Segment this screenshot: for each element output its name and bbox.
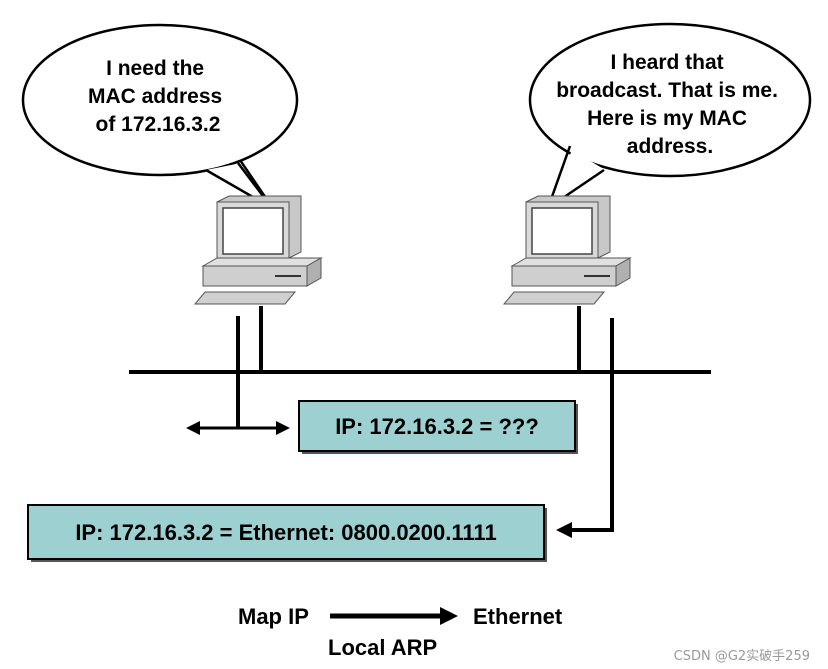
computer-right-icon: [502, 195, 632, 305]
computer-left-icon: [193, 195, 323, 305]
bubble-right-line-3: Here is my MAC: [587, 107, 747, 130]
speech-bubble-right: I heard that broadcast. That is me. Here…: [528, 22, 812, 212]
svg-text:I need the MAC address: I need the MAC address of 172.16.3.2: [88, 57, 228, 136]
legend-caption: Local ARP: [328, 635, 437, 660]
arp-query-text: IP: 172.16.3.2 = ???: [335, 414, 539, 439]
svg-text:I heard that broadcast.: I heard that broadcast. That is me. Here…: [556, 51, 784, 158]
arp-query-box: IP: 172.16.3.2 = ???: [298, 400, 578, 454]
bubble-right-line-1: I heard that: [610, 51, 723, 74]
arp-answer-text: IP: 172.16.3.2 = Ethernet: 0800.0200.111…: [75, 520, 496, 545]
bubble-left-line-3: of 172.16.3.2: [96, 113, 221, 136]
watermark: CSDN @G2实破手259: [674, 649, 810, 664]
speech-bubble-left: I need the MAC address of 172.16.3.2: [21, 23, 299, 211]
arp-answer-box: IP: 172.16.3.2 = Ethernet: 0800.0200.111…: [27, 504, 547, 562]
bubble-right-line-2: broadcast. That is me.: [556, 79, 778, 102]
legend-to: Ethernet: [473, 604, 563, 629]
reply-flow: [556, 318, 614, 538]
broadcast-flow: [186, 316, 290, 435]
bubble-left-line-1: I need the: [106, 57, 204, 80]
bubble-right-line-4: address.: [627, 135, 713, 158]
legend-arrow-icon: [440, 607, 458, 625]
legend: Map IP Ethernet Local ARP: [238, 604, 563, 660]
legend-from: Map IP: [238, 604, 309, 629]
bubble-left-line-2: MAC address: [88, 85, 222, 108]
